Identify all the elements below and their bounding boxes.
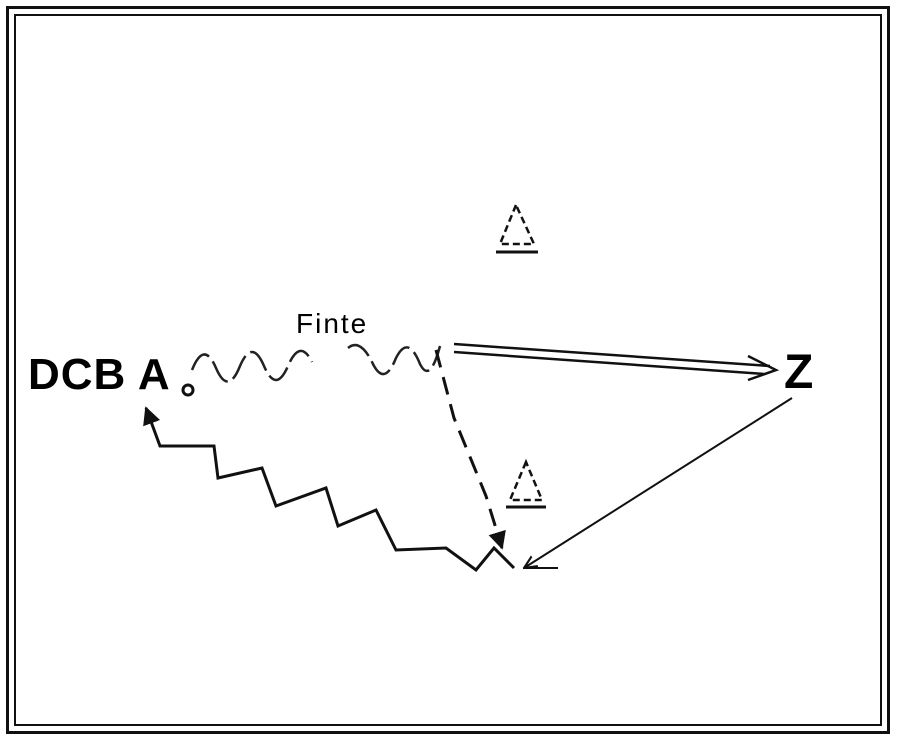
pass-to-z-arrowhead (747, 354, 780, 382)
cone-icon (506, 458, 546, 509)
zigzag-dribble-path (143, 406, 516, 573)
target-z-label: Z (784, 346, 814, 399)
pass-to-z-line-bottom (453, 350, 765, 376)
return-pass-path (524, 397, 793, 568)
start-point (181, 383, 195, 397)
cone-icon (496, 201, 538, 254)
dashed-run-path (434, 349, 506, 550)
outer-frame (6, 6, 890, 734)
feint-label: Finte (296, 308, 369, 339)
players-label: DCB A (28, 350, 171, 399)
pass-to-z-line-top (453, 342, 771, 368)
inner-frame (14, 14, 882, 726)
feint-wave-path (190, 343, 442, 383)
